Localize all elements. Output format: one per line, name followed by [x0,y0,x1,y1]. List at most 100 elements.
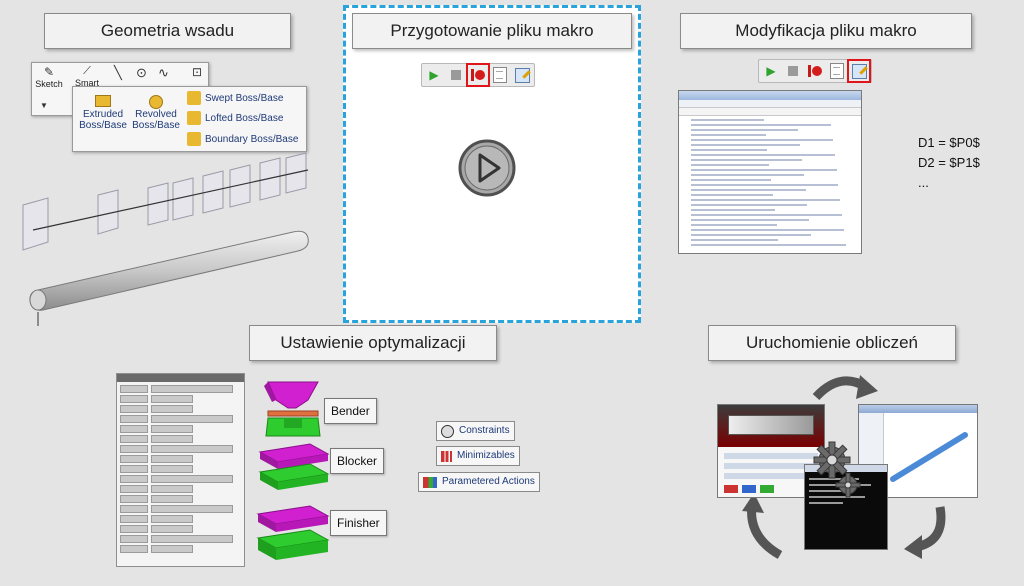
constraints-icon [441,424,454,438]
form-row[interactable] [120,405,241,413]
smart-dimension-icon: ⟋ [83,65,91,77]
form-row[interactable] [120,495,241,503]
form-header [117,374,244,382]
smart-label: Smart [74,78,99,88]
extruded-boss-button[interactable]: Extruded Boss/Base [79,95,127,131]
cycle-arrows-illustration [742,375,946,559]
param-d1: D1 = $P0$ [918,135,980,150]
finisher-label: Finisher [330,510,387,536]
form-row[interactable] [120,455,241,463]
code-line [691,224,777,226]
form-row[interactable] [120,535,241,543]
code-line [691,184,839,186]
macro-editor-window [678,90,862,254]
circle-icon[interactable]: ⊙ [136,65,147,80]
code-line [691,159,803,161]
code-line [691,149,768,151]
swept-boss-button[interactable]: Swept Boss/Base [187,91,283,105]
form-row[interactable] [120,395,241,403]
code-line [691,119,764,121]
code-line [691,154,835,156]
record-icon[interactable] [466,63,490,87]
form-row[interactable] [120,475,241,483]
line-icon[interactable]: ╲ [114,65,122,80]
editor-code [679,119,861,246]
param-d2: D2 = $P1$ [918,155,980,170]
code-line [691,129,799,131]
macro-toolbar-modify: ▶ [758,59,872,83]
stop-icon[interactable] [785,63,801,79]
code-line [691,139,833,141]
form-row[interactable] [120,415,241,423]
code-line [691,244,846,246]
swept-label: Swept Boss/Base [205,92,284,104]
billet-geometry-illustration [22,152,309,326]
constraints-item[interactable]: Constraints [436,421,515,441]
form-row[interactable] [120,485,241,493]
minimizables-label: Minimizables [457,450,515,461]
code-line [691,209,775,211]
form-row[interactable] [120,445,241,453]
new-macro-icon[interactable] [492,67,508,83]
form-row[interactable] [120,425,241,433]
boundary-boss-button[interactable]: Boundary Boss/Base [187,132,298,146]
extruded-boss-icon [79,95,127,109]
sketch-icon: ✎ [43,65,55,79]
title-modify-macro: Modyfikacja pliku makro [680,13,972,49]
bender-die-illustration [264,381,321,437]
form-row[interactable] [120,505,241,513]
form-row[interactable] [120,525,241,533]
code-line [691,174,804,176]
title-geometry: Geometria wsadu [44,13,291,49]
rectangle-icon[interactable]: ⊡ [192,65,203,79]
lofted-boss-button[interactable]: Lofted Boss/Base [187,111,283,125]
minimizables-item[interactable]: Minimizables [436,446,520,466]
minimizables-icon [441,450,452,462]
form-row[interactable] [120,385,241,393]
edit-macro-icon[interactable] [514,67,530,83]
edit-macro-icon[interactable] [847,59,871,83]
form-row[interactable] [120,515,241,523]
swept-boss-icon [187,91,201,105]
spline-icon[interactable]: ∿ [158,65,169,80]
code-line [691,134,766,136]
editor-toolbar [679,108,861,116]
play-circle-icon[interactable] [457,138,517,198]
code-line [691,229,844,231]
parametered-actions-label: Parametered Actions [442,476,535,487]
code-line [691,214,843,216]
guide-curve [32,169,309,231]
title-run: Uruchomienie obliczeń [708,325,956,361]
dropdown-icon[interactable]: ▼ [40,101,48,110]
form-row[interactable] [120,435,241,443]
optimization-settings-form [116,373,245,567]
form-row[interactable] [120,465,241,473]
section-planes [22,152,307,251]
blocker-die-illustration [258,443,330,490]
play-icon[interactable]: ▶ [766,64,776,78]
form-row[interactable] [120,545,241,553]
revolved-boss-button[interactable]: Revolved Boss/Base [131,95,181,131]
bender-label: Bender [324,398,377,424]
boundary-label: Boundary Boss/Base [205,133,299,145]
parametered-actions-item[interactable]: Parametered Actions [418,472,540,492]
code-line [691,194,773,196]
finisher-die-illustration [256,505,330,560]
extruded-label: Extruded [82,109,124,120]
record-icon[interactable] [807,63,823,79]
revolved-label: Revolved [135,109,177,120]
sketch-label: Sketch [35,79,63,89]
new-macro-icon[interactable] [829,63,845,79]
code-line [691,239,779,241]
form-rows [117,385,244,553]
param-more: ... [918,175,929,190]
blocker-label: Blocker [330,448,385,474]
play-icon[interactable]: ▶ [429,68,439,82]
stop-icon[interactable] [448,67,464,83]
code-line [691,164,770,166]
code-line [691,189,806,191]
code-line [691,204,808,206]
editor-menubar [679,100,861,108]
sketch-button[interactable]: ✎ Sketch [35,65,63,89]
extruded-label-2: Boss/Base [79,120,127,131]
